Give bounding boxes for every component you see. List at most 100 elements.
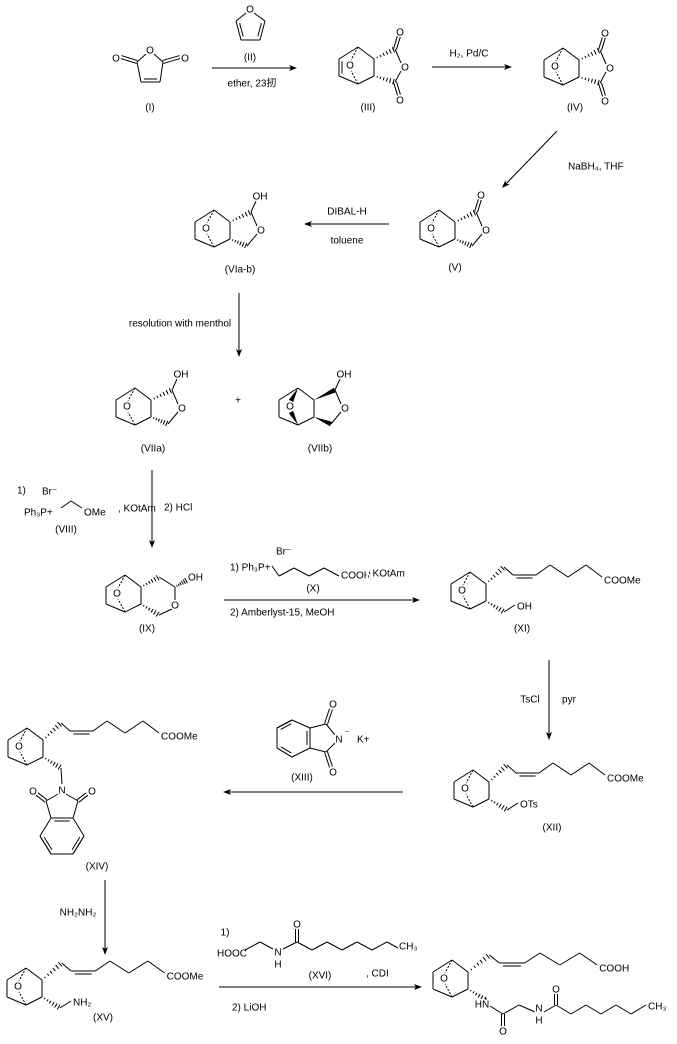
- bond: [115, 387, 136, 401]
- bond: [538, 762, 554, 774]
- bond: [549, 564, 569, 578]
- carbonyl-bond: [35, 794, 46, 803]
- hashed-bond-stroke: [473, 965, 476, 969]
- hashed-bond-stroke: [479, 959, 483, 964]
- bond: [600, 1004, 617, 1015]
- bond: [567, 564, 587, 578]
- carbonyl-oxygen-atom: O: [29, 787, 37, 798]
- reagent-viii: 1)Br⁻Ph₃P+OMe, KOtAm(VIII): [16, 484, 158, 537]
- bond: [106, 720, 126, 734]
- arrow-head: [223, 789, 231, 795]
- bond: [60, 767, 63, 785]
- hashed-bond-stroke: [497, 568, 502, 574]
- compound-number: (V): [448, 263, 461, 274]
- bridge-bond: [555, 71, 564, 86]
- hashed-bond-stroke: [487, 580, 490, 583]
- bridge-bond: [444, 983, 453, 998]
- step-number: 1) Ph₃P+: [230, 563, 271, 574]
- bond: [472, 769, 490, 783]
- double-bond: [235, 20, 242, 41]
- hashed-bond-stroke: [581, 57, 584, 60]
- carbonyl-oxygen-atom: O: [181, 54, 189, 65]
- hashed-bond-stroke: [50, 760, 53, 764]
- bridge-bond: [18, 967, 27, 982]
- carbonyl-oxygen-atom: O: [499, 1027, 507, 1038]
- bond: [309, 747, 327, 753]
- hashed-bond-stroke: [162, 391, 166, 396]
- bond: [451, 988, 469, 998]
- bond: [25, 967, 43, 981]
- carbonyl-oxygen-atom: O: [329, 768, 337, 779]
- bridge-oxygen-atom: O: [551, 62, 559, 73]
- carbonyl-bond: [37, 792, 48, 801]
- bond: [562, 76, 580, 86]
- bond: [503, 604, 516, 613]
- substituent-label: OTs: [520, 800, 538, 811]
- hashed-bond-stroke: [150, 608, 154, 613]
- bond: [394, 48, 402, 64]
- ring-oxygen-atom: O: [178, 404, 186, 415]
- compound-number: (VIa-b): [225, 265, 256, 276]
- hashed-bond-stroke: [44, 976, 46, 979]
- carbonyl-bond: [162, 55, 180, 62]
- double-bond-inner: [280, 746, 292, 754]
- bridge-oxygen-atom: O: [286, 402, 294, 413]
- hashed-bond-stroke: [461, 240, 464, 244]
- bond: [543, 47, 564, 61]
- bond: [570, 762, 590, 776]
- bond: [559, 952, 580, 966]
- bond: [297, 387, 315, 401]
- bond: [489, 1005, 504, 1015]
- hashed-bond-stroke: [159, 393, 162, 398]
- reaction-arrow-5: resolution with menthol: [127, 293, 242, 357]
- hydroxyl-label: OH: [253, 192, 268, 203]
- bond: [585, 1004, 602, 1015]
- bond: [167, 411, 179, 425]
- bond: [326, 941, 343, 951]
- hashed-bond-stroke: [587, 53, 590, 58]
- arrow-shaft: [505, 130, 558, 185]
- hashed-bond-stroke: [480, 995, 484, 1000]
- bond: [124, 574, 142, 588]
- bond: [338, 46, 359, 60]
- hashed-bond-stroke: [47, 759, 50, 762]
- step-number: 2) HCl: [164, 503, 192, 514]
- compound-ii-furan: O(II): [235, 3, 266, 65]
- double-bond: [276, 747, 293, 758]
- compound-number: (XI): [514, 624, 530, 635]
- bond: [6, 996, 27, 1006]
- compound-number: (II): [244, 53, 256, 64]
- hashed-bond-stroke: [156, 395, 159, 399]
- hashed-bond-stroke: [57, 961, 63, 967]
- bond: [502, 1004, 520, 1015]
- bridge-bond: [206, 233, 215, 248]
- bond: [128, 960, 149, 974]
- hashed-bond-stroke: [472, 210, 477, 216]
- hashed-bond-stroke: [470, 968, 473, 971]
- bond: [451, 959, 469, 973]
- double-bond-inner: [43, 836, 53, 850]
- hashed-bond-stroke: [594, 79, 597, 85]
- bond: [293, 567, 310, 577]
- hydrogen-atom: H: [535, 1016, 542, 1027]
- bond: [506, 802, 519, 811]
- phosphonium-label: Ph₃P+: [24, 508, 53, 519]
- bond: [330, 411, 342, 425]
- hashed-bond-stroke: [179, 582, 182, 586]
- bond: [386, 941, 399, 949]
- nitrogen-atom: N: [58, 786, 65, 797]
- bridge-bond: [465, 769, 474, 784]
- carbonyl-bond: [76, 792, 87, 801]
- hashed-bond-stroke: [382, 52, 385, 57]
- hashed-bond-stroke: [180, 580, 184, 585]
- hashed-bond-stroke: [391, 47, 396, 53]
- hashed-bond-stroke: [482, 956, 487, 962]
- arrow-head: [504, 64, 512, 70]
- compound-number: (XIV): [86, 862, 109, 873]
- compound-number: (XIII): [291, 773, 313, 784]
